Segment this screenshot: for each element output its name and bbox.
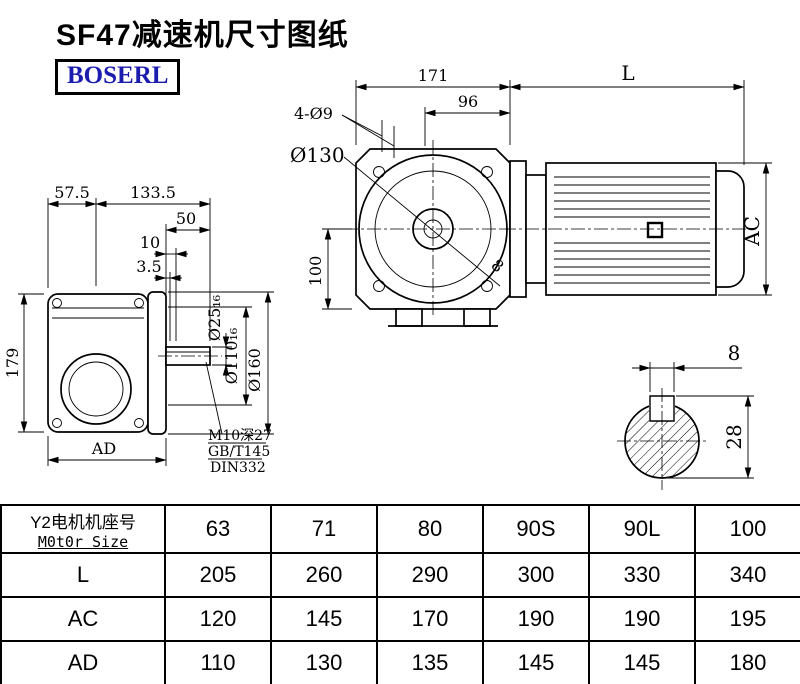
table-cell: 190 — [588, 596, 696, 642]
page-title: SF47减速机尺寸图纸 — [56, 19, 349, 52]
dia-160-label: Ø160 — [245, 348, 264, 392]
table-row-AD: AD 110 130 135 145 145 180 — [0, 640, 800, 684]
table-cell: 340 — [694, 552, 800, 598]
table-cell: 205 — [164, 552, 272, 598]
table-cell: 63 — [164, 504, 272, 554]
note-m10-label: M10深27 — [208, 428, 272, 444]
table-cell: 170 — [376, 596, 484, 642]
table-cell: 145 — [482, 640, 590, 684]
table-cell: 330 — [588, 552, 696, 598]
table-cell: 100 — [694, 504, 800, 554]
table-cell: 195 — [694, 596, 800, 642]
dimension-table: Y2电机机座号 M0t0r Size 63 71 80 90S 90L 100 … — [0, 504, 800, 684]
dim-AC-label: AC — [740, 216, 764, 247]
table-cell: 90S — [482, 504, 590, 554]
table-cell: 135 — [376, 640, 484, 684]
technical-drawing: 57.5 133.5 50 10 3.5 179 — [3, 61, 772, 490]
dim-28-label: 28 — [722, 424, 746, 449]
motor-size-label-en: M0t0r Size — [37, 532, 129, 551]
dim-100-label: 100 — [306, 256, 325, 287]
table-cell: 71 — [270, 504, 378, 554]
dim-3-5-label: 3.5 — [136, 257, 161, 276]
table-cell: 145 — [588, 640, 696, 684]
dim-50-label: 50 — [176, 209, 196, 228]
side-view: 57.5 133.5 50 10 3.5 179 — [3, 183, 274, 476]
front-view: 171 96 4-Ø9 Ø130 8 100 — [290, 66, 522, 327]
table-cell: 110 — [164, 640, 272, 684]
row-label: AD — [0, 640, 166, 684]
row-label: AC — [0, 596, 166, 642]
dia-110-label: Ø110₁₆ — [222, 328, 241, 384]
dia-25-label: Ø25₁₆ — [205, 295, 224, 341]
note-gb-label: GB/T145 — [208, 444, 270, 460]
dim-171-label: 171 — [418, 66, 449, 85]
table-cell: 120 — [164, 596, 272, 642]
dia-130-label: Ø130 — [290, 143, 345, 167]
table-row-L: L 205 260 290 300 330 340 — [0, 552, 800, 598]
dim-key-width-label: 8 — [728, 341, 741, 365]
dim-96-label: 96 — [458, 92, 478, 111]
table-cell: 90L — [588, 504, 696, 554]
table-cell: 190 — [482, 596, 590, 642]
dim-57-5-label: 57.5 — [54, 183, 90, 202]
holes-4-d9-label: 4-Ø9 — [294, 104, 333, 123]
dim-AD-label: AD — [91, 439, 116, 458]
motor-view: L AC — [502, 61, 772, 298]
table-row-AC: AC 120 145 170 190 190 195 — [0, 596, 800, 642]
table-cell: 145 — [270, 596, 378, 642]
row-label: L — [0, 552, 166, 598]
brand-logo: BOSERL — [55, 59, 181, 95]
table-cell: 300 — [482, 552, 590, 598]
table-cell: 180 — [694, 640, 800, 684]
table-cell: 260 — [270, 552, 378, 598]
table-cell: 80 — [376, 504, 484, 554]
dim-L-label: L — [621, 61, 634, 85]
dim-179-label: 179 — [3, 348, 22, 379]
motor-size-header-cell: Y2电机机座号 M0t0r Size — [0, 504, 166, 554]
dim-133-5-label: 133.5 — [130, 183, 176, 202]
note-din-label: DIN332 — [210, 460, 266, 476]
table-header-row: Y2电机机座号 M0t0r Size 63 71 80 90S 90L 100 — [0, 504, 800, 554]
shaft-section-view: 8 28 — [617, 341, 754, 490]
table-cell: 130 — [270, 640, 378, 684]
table-cell: 290 — [376, 552, 484, 598]
motor-size-label-cn: Y2电机机座号 — [30, 512, 136, 532]
dim-10-label: 10 — [140, 233, 160, 252]
